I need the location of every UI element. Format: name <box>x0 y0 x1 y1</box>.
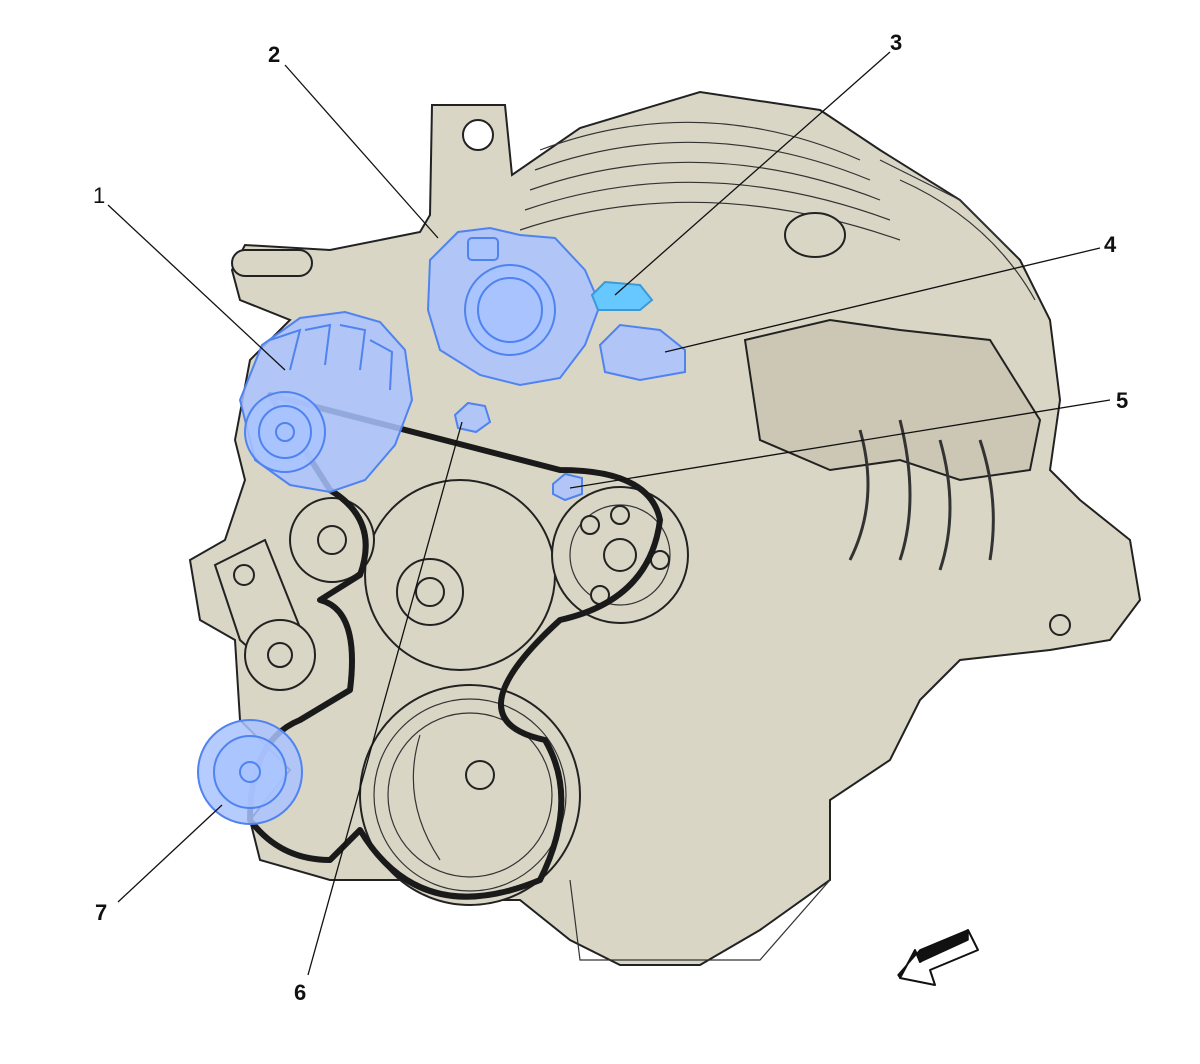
ac-compressor-highlight <box>197 719 303 825</box>
callout-3: 3 <box>890 30 902 55</box>
water-pump-pulley <box>364 479 556 671</box>
leader-line-4 <box>664 247 1101 353</box>
callout-7: 7 <box>95 900 107 925</box>
sensor-5-highlight <box>552 472 583 502</box>
leader-line-3 <box>614 51 891 296</box>
highlighted-components <box>197 226 686 825</box>
front-direction-arrow-icon <box>897 929 979 986</box>
leader-line-6 <box>307 421 463 976</box>
spark-plug-wires <box>848 419 995 571</box>
inlet-tube <box>231 249 313 277</box>
sensor-6-highlight <box>453 401 492 434</box>
callout-6: 6 <box>294 980 306 1005</box>
oil-filler-cap <box>784 212 846 258</box>
generator-highlight <box>238 310 414 494</box>
throttle-body-highlight <box>426 226 602 387</box>
serpentine-drive-belt <box>247 392 663 900</box>
exhaust-manifold <box>743 318 1042 482</box>
callout-1: 1 <box>93 183 105 208</box>
callout-4: 4 <box>1104 232 1117 257</box>
sensor-4-highlight <box>598 323 686 382</box>
callout-labels: 1 2 3 4 5 6 7 <box>93 30 1128 1005</box>
leader-line-5 <box>569 399 1111 489</box>
belt-tensioner <box>213 497 375 691</box>
leader-line-1 <box>107 204 286 371</box>
mount-bolt <box>1049 614 1071 636</box>
sensor-3-highlight <box>590 280 654 311</box>
intake-manifold <box>519 121 1036 301</box>
leader-line-2 <box>284 64 439 239</box>
leader-line-7 <box>117 804 223 903</box>
leader-lines <box>107 51 1111 976</box>
power-steering-pulley <box>551 486 689 624</box>
lift-bracket-hole <box>462 119 494 151</box>
pulley-group <box>213 479 689 906</box>
callout-2: 2 <box>268 42 280 67</box>
callout-5: 5 <box>1116 388 1128 413</box>
crankshaft-balancer <box>359 684 581 906</box>
oil-pan <box>569 879 831 961</box>
